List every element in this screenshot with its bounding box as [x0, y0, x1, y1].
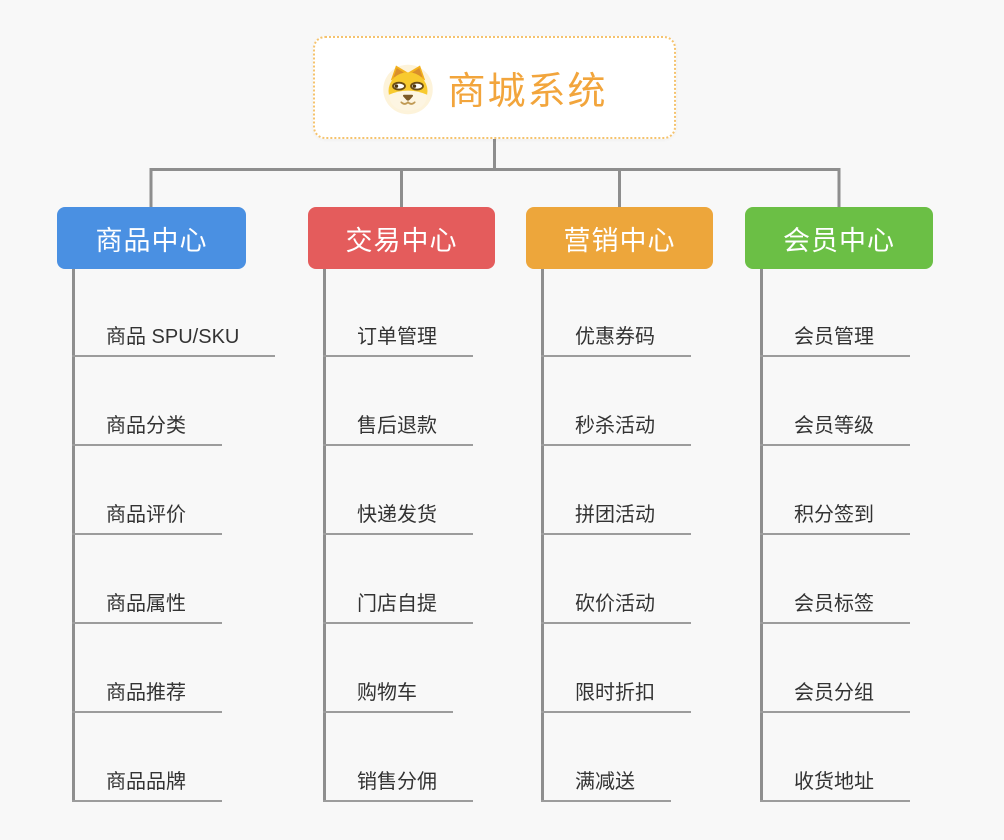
- leaf-topic-label: 收货地址: [794, 771, 874, 793]
- branch-bus-line: [149, 168, 841, 207]
- leaf-topic[interactable]: 优惠券码: [541, 268, 691, 357]
- leaf-topic-label: 门店自提: [357, 593, 437, 615]
- leaf-topic[interactable]: 拼团活动: [541, 446, 691, 535]
- leaf-topic-label: 秒杀活动: [575, 415, 655, 437]
- root-title: 商城系统: [447, 71, 608, 113]
- leaf-topic-label: 商品评价: [106, 504, 186, 526]
- root-topic[interactable]: 商城系统: [313, 36, 676, 139]
- leaf-list-1: 商品 SPU/SKU 商品分类商品评价商品属性商品推荐商品品牌: [72, 268, 276, 802]
- leaf-topic-label: 限时折扣: [575, 682, 655, 704]
- leaf-topic[interactable]: 商品品牌: [72, 713, 222, 802]
- leaf-topic-label: 商品属性: [106, 593, 186, 615]
- leaf-topic-label: 商品推荐: [106, 682, 186, 704]
- leaf-topic-label: 砍价活动: [575, 593, 655, 615]
- leaf-topic[interactable]: 会员等级: [760, 357, 910, 446]
- leaf-topic[interactable]: 销售分佣: [323, 713, 473, 802]
- leaf-topic-label: 积分签到: [794, 504, 874, 526]
- leaf-topic-label: 订单管理: [357, 326, 437, 348]
- leaf-topic[interactable]: 会员管理: [760, 268, 910, 357]
- leaf-topic-label: 商品 SPU/SKU: [106, 326, 240, 348]
- leaf-topic[interactable]: 商品评价: [72, 446, 222, 535]
- leaf-list-3: 优惠券码秒杀活动拼团活动砍价活动限时折扣满减送: [541, 268, 691, 802]
- leaf-topic[interactable]: 积分签到: [760, 446, 910, 535]
- leaf-topic-label: 快递发货: [357, 504, 437, 526]
- leaf-topic[interactable]: 门店自提: [323, 535, 473, 624]
- branch-spine-line: [541, 269, 544, 802]
- leaf-topic-label: 售后退款: [357, 415, 437, 437]
- leaf-topic[interactable]: 售后退款: [323, 357, 473, 446]
- leaf-topic[interactable]: 商品属性: [72, 535, 222, 624]
- leaf-topic[interactable]: 秒杀活动: [541, 357, 691, 446]
- leaf-topic[interactable]: 商品 SPU/SKU: [72, 268, 276, 357]
- leaf-topic-label: 购物车: [357, 682, 417, 704]
- branch-topic-4[interactable]: 会员中心: [745, 207, 933, 269]
- leaf-topic-label: 商品品牌: [106, 771, 186, 793]
- leaf-topic[interactable]: 商品分类: [72, 357, 222, 446]
- branch-topic-2[interactable]: 交易中心: [308, 207, 495, 269]
- leaf-topic-label: 会员分组: [794, 682, 874, 704]
- leaf-list-2: 订单管理售后退款快递发货门店自提购物车销售分佣: [323, 268, 473, 802]
- branch-spine-line: [323, 269, 326, 802]
- branch-spine-line: [760, 269, 763, 802]
- leaf-topic-label: 优惠券码: [575, 326, 655, 348]
- leaf-topic-label: 满减送: [575, 771, 635, 793]
- leaf-list-4: 会员管理会员等级积分签到会员标签会员分组收货地址: [760, 268, 910, 802]
- doge-icon: [383, 64, 434, 114]
- leaf-topic-label: 商品分类: [106, 415, 186, 437]
- leaf-topic[interactable]: 满减送: [541, 713, 671, 802]
- leaf-topic-label: 销售分佣: [357, 771, 437, 793]
- leaf-topic[interactable]: 砍价活动: [541, 535, 691, 624]
- leaf-topic-label: 会员标签: [794, 593, 874, 615]
- leaf-topic[interactable]: 收货地址: [760, 713, 910, 802]
- leaf-topic[interactable]: 会员分组: [760, 624, 910, 713]
- leaf-topic[interactable]: 会员标签: [760, 535, 910, 624]
- leaf-topic-label: 会员管理: [794, 326, 874, 348]
- leaf-topic[interactable]: 订单管理: [323, 268, 473, 357]
- leaf-topic[interactable]: 商品推荐: [72, 624, 222, 713]
- leaf-topic[interactable]: 快递发货: [323, 446, 473, 535]
- leaf-topic[interactable]: 购物车: [323, 624, 453, 713]
- leaf-topic[interactable]: 限时折扣: [541, 624, 691, 713]
- branch-topic-1[interactable]: 商品中心: [57, 207, 246, 269]
- branch-topic-3[interactable]: 营销中心: [526, 207, 713, 269]
- leaf-topic-label: 会员等级: [794, 415, 874, 437]
- branch-spine-line: [72, 269, 75, 802]
- leaf-topic-label: 拼团活动: [575, 504, 655, 526]
